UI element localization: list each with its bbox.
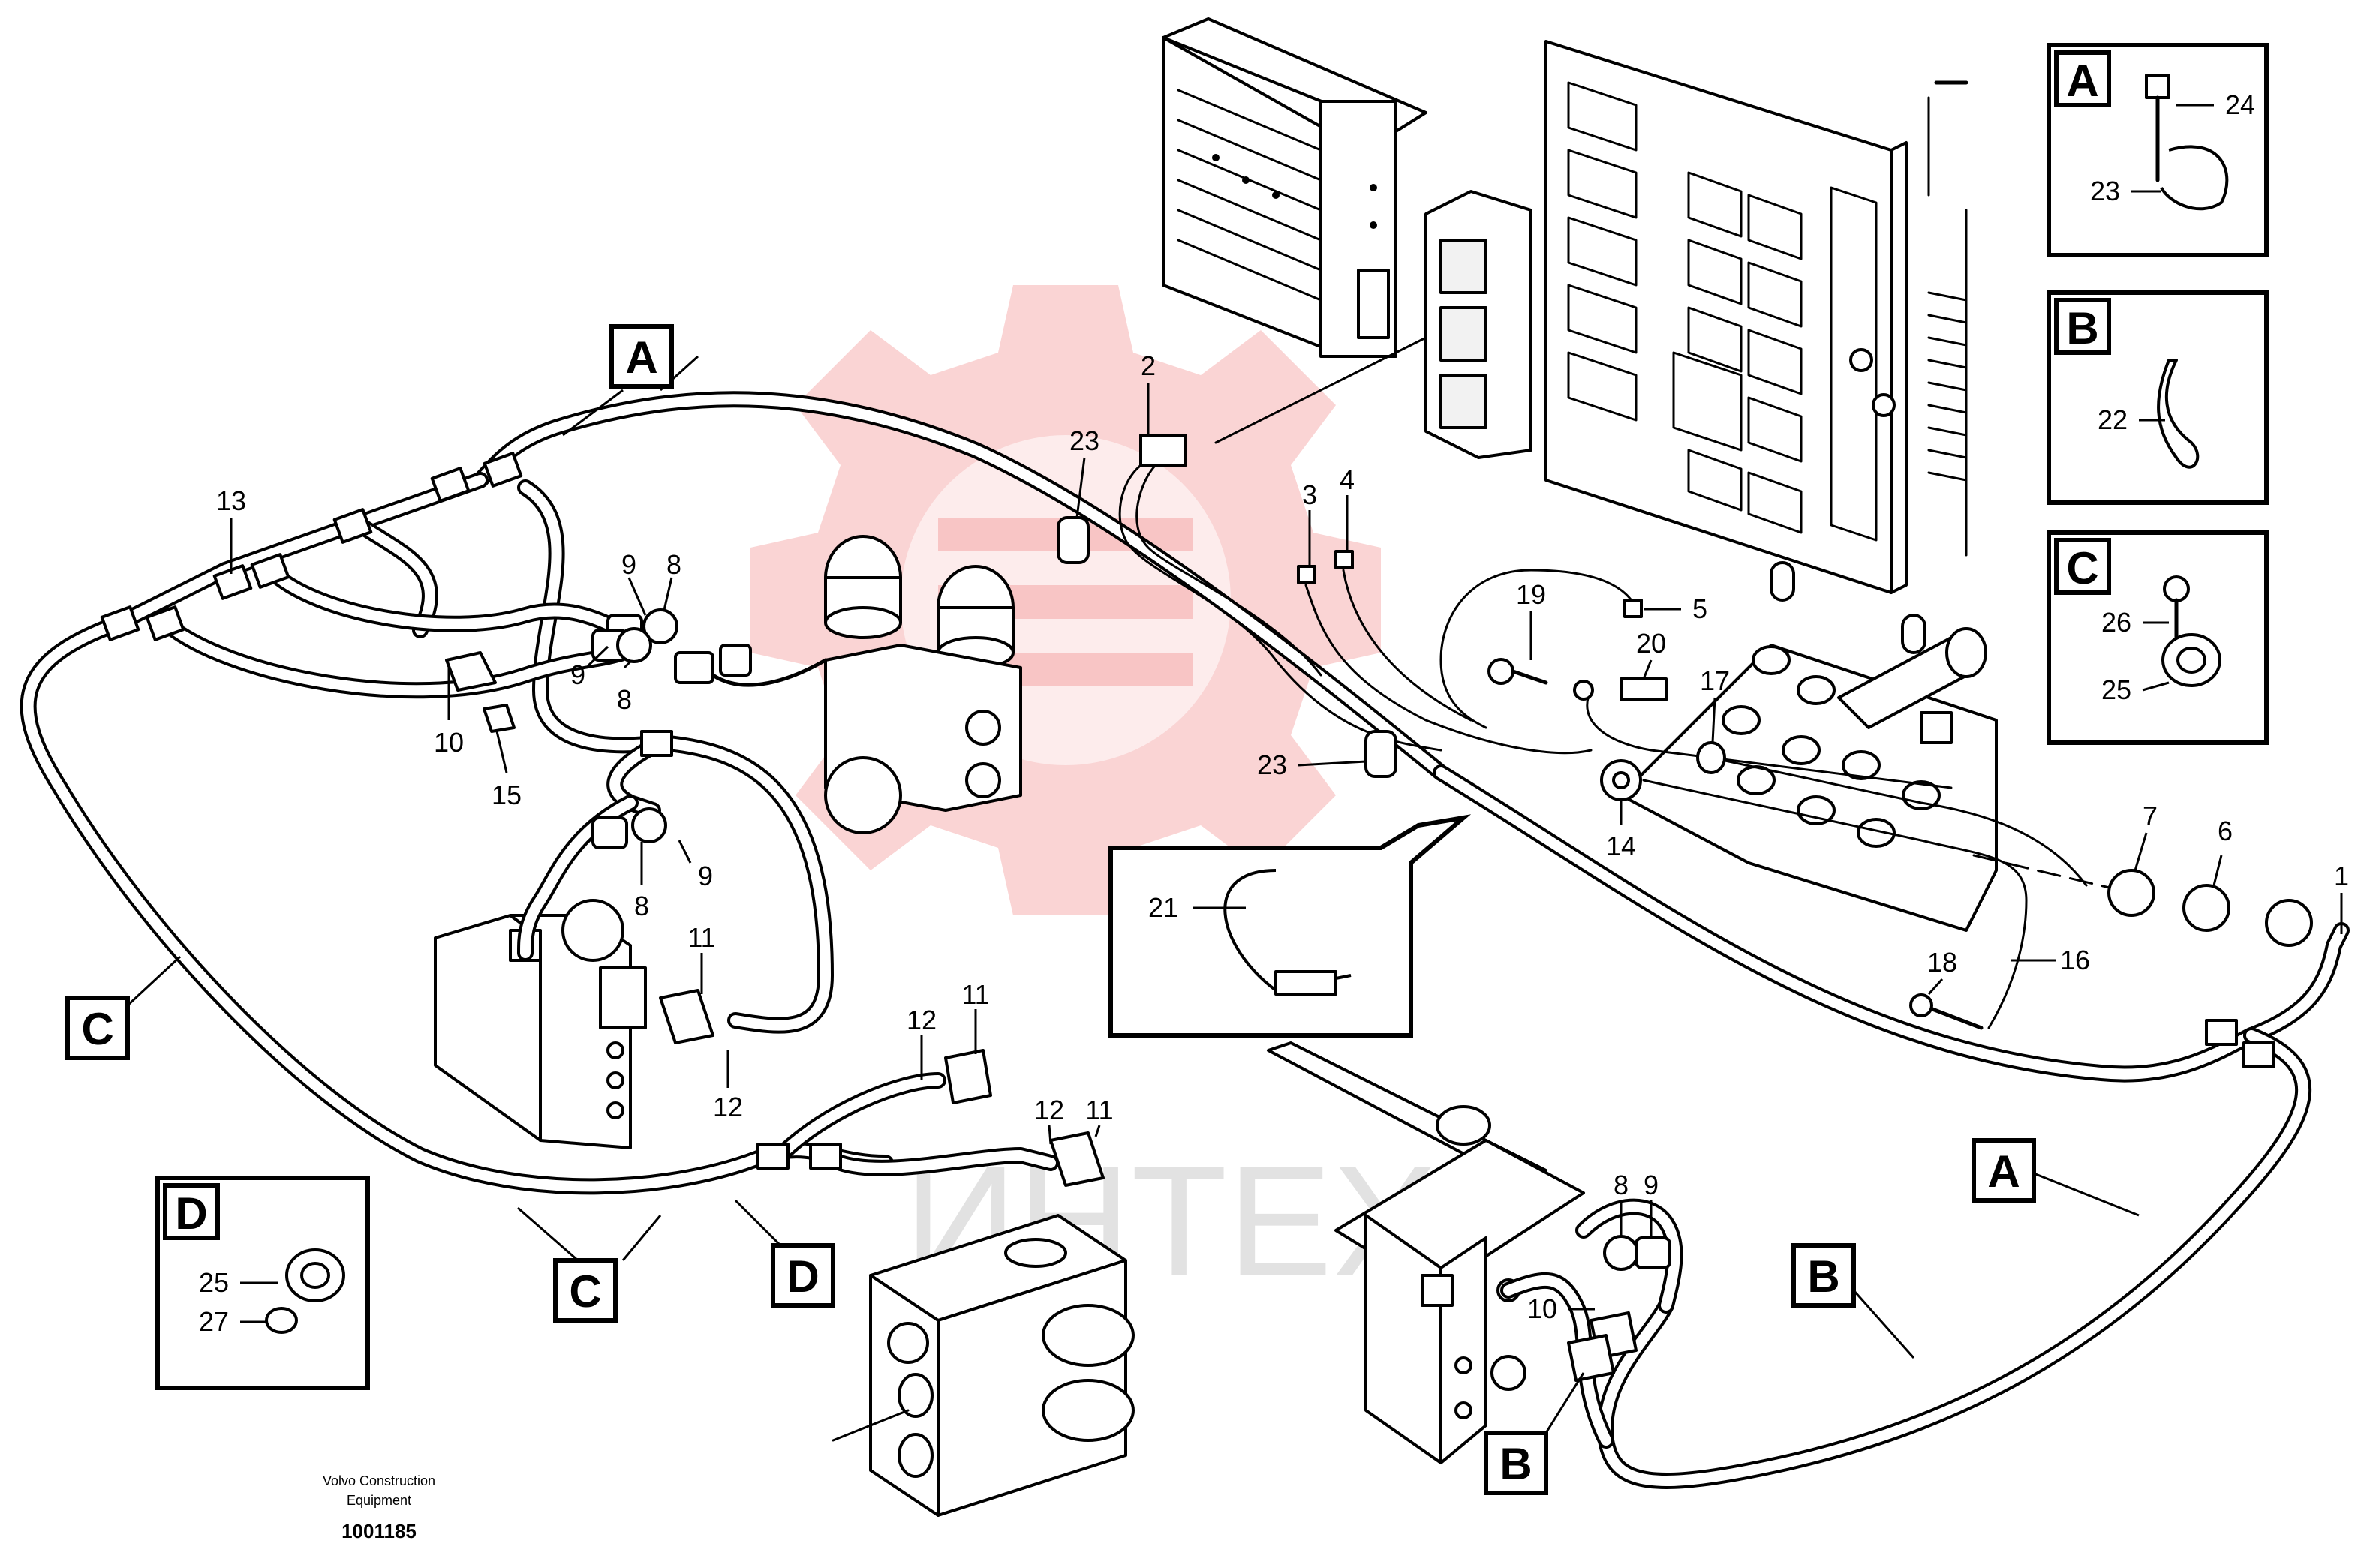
inset-c-letter: C [2066,543,2098,593]
callout-12b: 12 [907,1005,937,1035]
inset-b-letter: B [2066,303,2098,353]
callout-8a: 8 [666,549,681,580]
ecu-control-unit [1162,17,1427,358]
callout-8c: 8 [634,891,649,921]
footer-company-2: Equipment [347,1493,411,1508]
callout-11c: 11 [1085,1095,1113,1125]
marker-c-bottom: C [569,1266,601,1317]
marker-a-right: A [1987,1146,2020,1197]
footer-number: 1001185 [341,1520,417,1542]
foot-pedal [1267,1041,1585,1464]
callout-17: 17 [1700,665,1730,696]
callout-16: 16 [2060,945,2090,975]
section-markers: A C C D A B B [65,324,2140,1495]
callout-14: 14 [1606,831,1636,861]
callout-8b: 8 [617,684,632,715]
valve-block [832,1214,1135,1517]
callout-1: 1 [2334,861,2349,891]
marker-b-bottom: B [1499,1439,1532,1489]
callout-20: 20 [1636,628,1666,659]
inset-b: B 22 [2047,290,2269,505]
callout-12a: 12 [713,1092,743,1122]
inset-b-label-22: 22 [2098,404,2128,435]
side-panel [1770,80,1968,654]
callout-21: 21 [1148,892,1178,923]
callout-4: 4 [1340,464,1355,495]
marker-c-left: C [81,1004,113,1054]
right-harness [1433,764,2350,1489]
callout-8d: 8 [1614,1170,1629,1200]
inset-c-label-25: 25 [2101,674,2131,705]
callout-11b: 11 [961,979,989,1010]
callouts: 1 2 3 4 5 6 7 8 9 9 8 9 8 [216,350,2349,1324]
inset-a-label-23: 23 [2090,176,2120,206]
inset-a: A 24 23 [2047,43,2269,257]
solenoid-valve [434,899,647,1149]
callout-18: 18 [1927,947,1957,978]
inset-21: 21 [1108,814,1472,1038]
callout-12c: 12 [1034,1095,1064,1125]
callout-19: 19 [1516,579,1546,610]
callout-15: 15 [492,779,522,810]
harness-connectors [100,434,2313,1382]
callout-2: 2 [1141,350,1156,381]
inset-d: D 25 27 [155,1176,370,1390]
callout-5: 5 [1692,593,1707,624]
callout-23a: 23 [1069,425,1099,456]
callout-9a: 9 [621,549,636,580]
callout-23b: 23 [1257,749,1287,780]
inset-c: C 26 25 [2047,530,2269,745]
inset-a-letter: A [2066,56,2098,106]
callout-9b: 9 [570,659,585,690]
inset-d-letter: D [175,1188,207,1239]
inset-d-label-27: 27 [199,1306,229,1337]
main-harness [20,391,1449,1195]
callout-9c: 9 [698,861,713,891]
callout-3: 3 [1302,479,1317,510]
callout-7: 7 [2143,801,2158,831]
inset-a-label-24: 24 [2225,89,2255,120]
accumulator-assembly [674,535,1022,834]
callout-9d: 9 [1644,1170,1659,1200]
marker-a-top: A [625,332,657,383]
callout-10a: 10 [434,727,464,758]
callout-11a: 11 [687,922,715,953]
marker-d: D [786,1251,819,1302]
footer-company: Volvo Construction [323,1473,435,1488]
footer: Volvo Construction Equipment 1001185 [323,1473,435,1542]
inset-d-label-25: 25 [199,1267,229,1298]
callout-13: 13 [216,485,246,516]
marker-b-right: B [1807,1251,1839,1302]
callout-6: 6 [2218,816,2233,846]
relay-fuse-board [1544,40,1908,594]
inset-c-label-26: 26 [2101,607,2131,638]
callout-10b: 10 [1527,1293,1557,1324]
mounting-bracket [1424,190,1532,459]
